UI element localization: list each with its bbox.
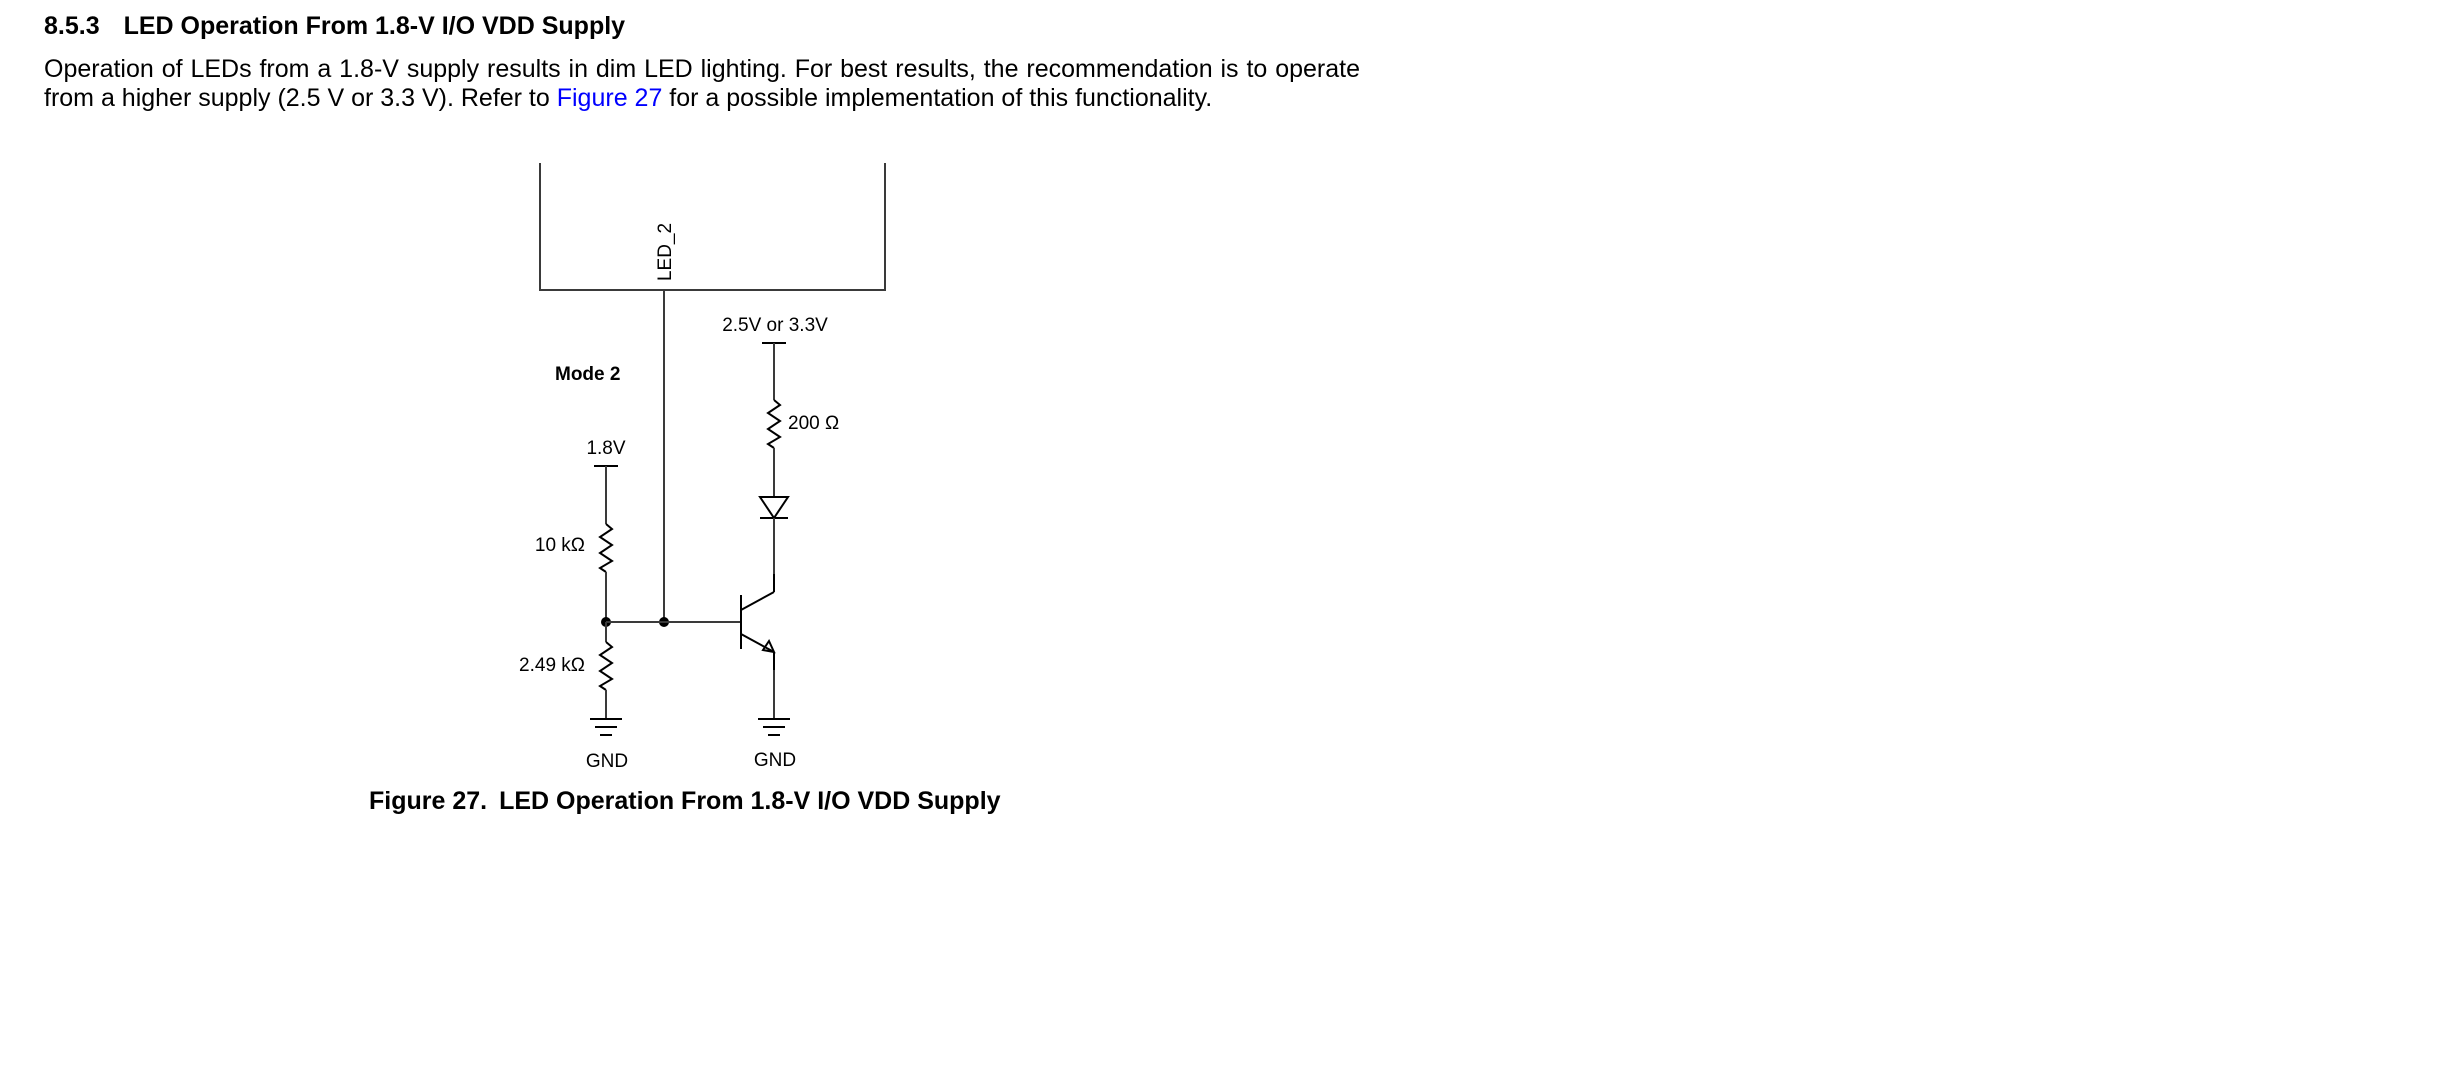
led2-pin-label: LED_2: [655, 223, 676, 281]
resistor-2k49: [598, 641, 614, 691]
led-diode-symbol: [758, 496, 790, 520]
device-outline: [539, 163, 886, 291]
section-title: LED Operation From 1.8-V I/O VDD Supply: [123, 12, 626, 40]
r2k49-label: 2.49 kΩ: [519, 655, 585, 676]
resistor-10k: [598, 523, 614, 573]
r200-label: 200 Ω: [788, 413, 839, 434]
r10k-label: 10 kΩ: [535, 535, 585, 556]
npn-transistor: [740, 574, 776, 670]
resistor-200: [766, 399, 782, 449]
figure-27-link[interactable]: Figure 27: [556, 83, 663, 112]
ground-symbol-left: [590, 718, 622, 736]
figure-number: Figure 27.: [369, 787, 488, 815]
section-heading: 8.5.3 LED Operation From 1.8-V I/O VDD Su…: [44, 11, 625, 41]
paragraph-text-end: for a possible implementation of this fu…: [662, 83, 1213, 112]
ground-symbol-right: [758, 718, 790, 736]
gnd-right-label: GND: [754, 750, 796, 771]
supply-2v5-3v3-label: 2.5V or 3.3V: [722, 315, 828, 336]
body-paragraph: Operation of LEDs from a 1.8-V supply re…: [44, 55, 1360, 112]
figure-caption: Figure 27. LED Operation From 1.8-V I/O V…: [369, 786, 1001, 816]
section-number: 8.5.3: [44, 12, 100, 40]
supply-1v8-label: 1.8V: [586, 438, 625, 459]
paragraph-text-start: Operation of LEDs from a 1.8-V supply re…: [44, 55, 1360, 112]
gnd-left-label: GND: [586, 751, 628, 772]
mode-label: Mode 2: [555, 364, 620, 385]
figure-title: LED Operation From 1.8-V I/O VDD Supply: [499, 787, 1001, 815]
